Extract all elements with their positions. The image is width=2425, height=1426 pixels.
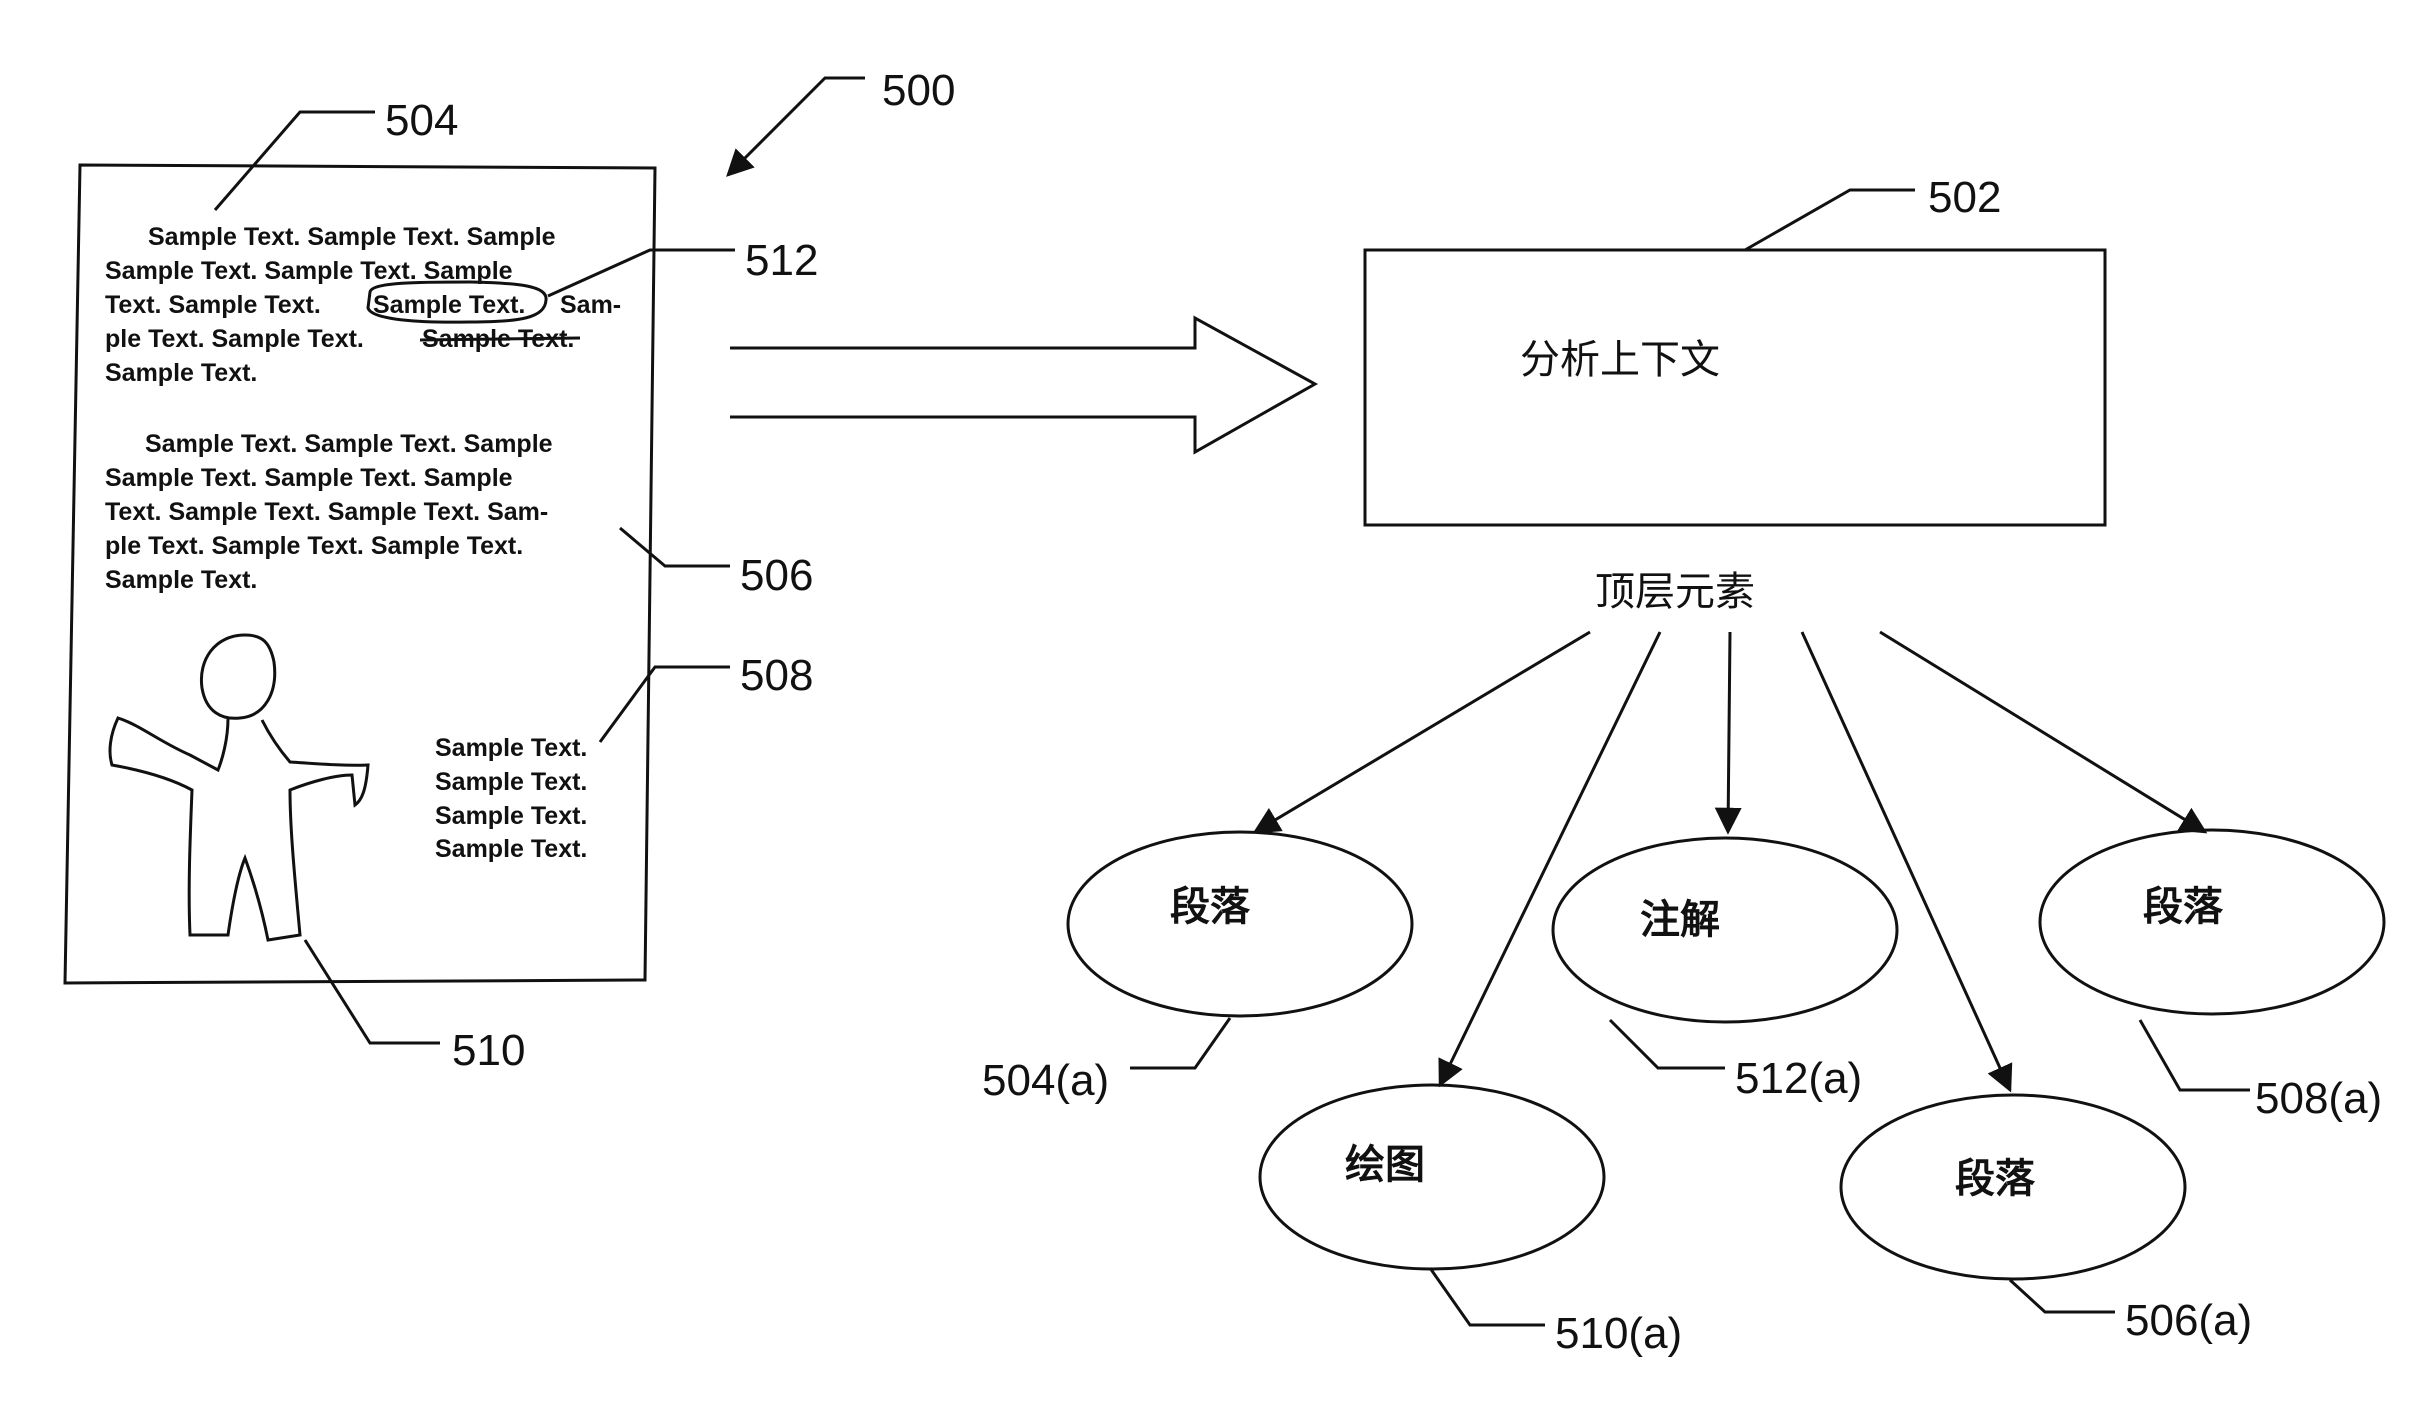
figure-head — [199, 633, 277, 720]
node-label: 512(a) — [1735, 1054, 1862, 1103]
paragraph-1-line: Sam- — [560, 291, 621, 319]
node-510a: 绘图 510(a) — [1258, 1083, 1682, 1358]
node-ellipse — [2038, 828, 2386, 1016]
node-text: 注解 — [1640, 897, 1720, 943]
root-node-text: 顶层元素 — [1595, 569, 1755, 615]
paragraph-2-line: Sample Text. — [105, 566, 257, 594]
document-leader-line — [213, 110, 375, 211]
node-leader-line — [1428, 1267, 1545, 1327]
page-border — [63, 163, 657, 985]
analysis-box — [1363, 248, 2107, 527]
document-label: 504 — [385, 96, 458, 145]
edge-to-512a — [1714, 631, 1742, 835]
paragraph-2-line: Sample Text. Sample Text. Sample — [145, 430, 553, 458]
paragraph-2-leader-line — [619, 526, 730, 568]
paragraph-3: Sample Text. Sample Text. Sample Text. S… — [435, 734, 587, 863]
paragraph-2-label: 506 — [740, 551, 813, 600]
node-508a: 段落 508(a) — [2038, 828, 2386, 1123]
analysis-box-group: 分析上下文 502 — [1363, 173, 2107, 527]
annotation-leader-line — [547, 248, 735, 298]
paragraph-3-line: Sample Text. — [435, 802, 587, 830]
analysis-box-text: 分析上下文 — [1520, 337, 1720, 383]
annotation-strikethrough — [419, 336, 581, 342]
node-leader-line — [2008, 1278, 2115, 1314]
tree-edges — [1252, 630, 2208, 1093]
process-arrow — [730, 315, 1319, 455]
figure-label: 500 — [882, 66, 955, 115]
node-text: 段落 — [1170, 884, 1251, 930]
paragraph-3-label: 508 — [740, 651, 813, 700]
node-leader-line — [1608, 1018, 1725, 1070]
paragraph-2-line: Text. Sample Text. Sample Text. Sam- — [105, 498, 548, 526]
analysis-box-leader-line — [1744, 188, 1915, 252]
node-label: 506(a) — [2125, 1296, 2252, 1345]
paragraph-1-line: ple Text. Sample Text. — [105, 325, 364, 353]
node-label: 508(a) — [2255, 1074, 2382, 1123]
edge-to-506a — [1800, 631, 2013, 1093]
node-label: 510(a) — [1555, 1309, 1682, 1358]
node-text: 段落 — [2143, 884, 2224, 930]
node-leader-line — [2138, 1019, 2250, 1092]
node-text: 绘图 — [1345, 1142, 1425, 1188]
annotated-text: Sample Text. — [373, 291, 525, 319]
node-ellipse — [1258, 1083, 1606, 1271]
paragraph-1-line: Sample Text. Sample Text. Sample — [105, 257, 513, 285]
node-ellipse — [1839, 1093, 2187, 1281]
node-ellipse — [1551, 836, 1899, 1024]
drawing-leader-line — [303, 939, 440, 1045]
node-leader-line — [1130, 1017, 1232, 1070]
paragraph-2-line: ple Text. Sample Text. Sample Text. — [105, 532, 523, 560]
edge-to-504a — [1252, 630, 1591, 834]
analysis-box-label: 502 — [1928, 173, 2001, 222]
figure-label-group: 500 — [726, 66, 955, 177]
paragraph-1: Sample Text. Sample Text. Sample Sample … — [105, 223, 621, 387]
node-ellipse — [1066, 830, 1414, 1018]
paragraph-3-line: Sample Text. — [435, 835, 587, 863]
paragraph-2-line: Sample Text. Sample Text. Sample — [105, 464, 513, 492]
edge-to-508a — [1879, 630, 2208, 834]
node-512a: 注解 512(a) — [1551, 836, 1899, 1103]
paragraph-1-line: Sample Text. — [105, 359, 257, 387]
paragraph-3-leader-line — [598, 665, 730, 743]
figure-pointer-arrow — [726, 76, 865, 177]
paragraph-1-line: Sample Text. Sample Text. Sample — [148, 223, 556, 251]
paragraph-3-line: Sample Text. — [435, 734, 587, 762]
document-page: 504 Sample Text. Sample Text. Sample Sam… — [63, 96, 818, 1075]
edge-to-510a — [1438, 631, 1662, 1088]
paragraph-2: Sample Text. Sample Text. Sample Sample … — [105, 430, 553, 594]
node-506a: 段落 506(a) — [1839, 1093, 2252, 1345]
annotation-label: 512 — [745, 236, 818, 285]
paragraph-3-line: Sample Text. — [435, 768, 587, 796]
drawing-figure — [108, 633, 370, 942]
paragraph-1-line: Text. Sample Text. — [105, 291, 321, 319]
figure-body — [108, 716, 370, 942]
node-504a: 段落 504(a) — [982, 830, 1414, 1105]
annotation-circle — [366, 280, 548, 324]
node-text: 段落 — [1955, 1156, 2036, 1202]
node-label: 504(a) — [982, 1056, 1109, 1105]
drawing-label: 510 — [452, 1026, 525, 1075]
